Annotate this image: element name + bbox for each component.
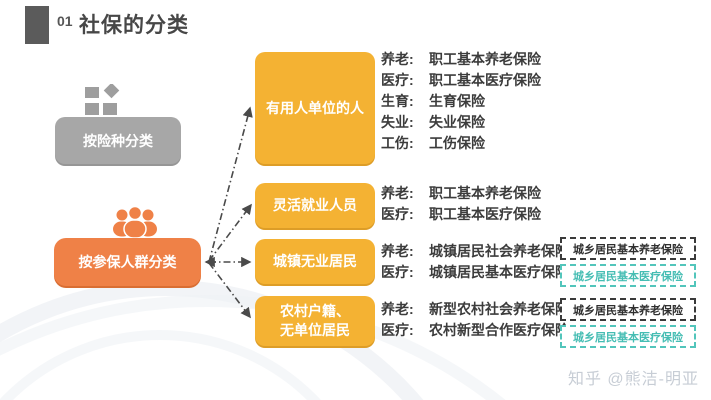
- list-item: 养老: 职工基本养老保险: [381, 48, 541, 69]
- node-label-line1: 农村户籍、: [280, 303, 350, 319]
- list-item: 失业: 失业保险: [381, 111, 541, 132]
- list-item: 生育: 生育保险: [381, 90, 541, 111]
- node-urban-unemployed-residents: 城镇无业居民: [255, 239, 375, 284]
- node-by-insured-group: 按参保人群分类: [54, 238, 201, 286]
- node-label: 有用人单位的人: [266, 99, 364, 116]
- list-item: 医疗: 城镇居民基本医疗保险: [381, 261, 569, 282]
- node-employer-employees: 有用人单位的人: [255, 52, 375, 164]
- tag-medical: 城乡居民基本医疗保险: [560, 264, 696, 287]
- page-title: 社保的分类: [79, 14, 189, 37]
- category-grid-icon: [85, 84, 120, 115]
- node-label: 按险种分类: [83, 132, 153, 149]
- item-value: 城镇居民社会养老保险: [429, 242, 569, 259]
- item-key: 养老:: [381, 300, 414, 317]
- item-key: 医疗:: [381, 71, 414, 88]
- node-label: 城镇无业居民: [273, 253, 357, 269]
- item-key: 养老:: [381, 242, 414, 259]
- insurance-list-rural: 养老: 新型农村社会养老保险 医疗: 农村新型合作医疗保险: [381, 298, 569, 340]
- node-label: 灵活就业人员: [273, 197, 357, 213]
- item-value: 农村新型合作医疗保险: [429, 321, 569, 338]
- section-number: 01: [57, 13, 73, 29]
- item-value: 城镇居民基本医疗保险: [429, 263, 569, 280]
- list-item: 养老: 城镇居民社会养老保险: [381, 240, 569, 261]
- node-rural-residents: 农村户籍、 无单位居民: [255, 296, 375, 346]
- list-item: 医疗: 职工基本医疗保险: [381, 69, 541, 90]
- item-key: 医疗:: [381, 321, 414, 338]
- node-flexible-workers: 灵活就业人员: [255, 183, 375, 228]
- list-item: 医疗: 职工基本医疗保险: [381, 203, 541, 224]
- insurance-list-employer: 养老: 职工基本养老保险 医疗: 职工基本医疗保险 生育: 生育保险 失业: 失…: [381, 48, 541, 153]
- item-key: 养老:: [381, 50, 414, 67]
- tag-pension: 城乡居民基本养老保险: [560, 237, 696, 260]
- item-value: 职工基本养老保险: [429, 50, 541, 67]
- item-value: 职工基本医疗保险: [429, 71, 541, 88]
- people-group-icon: [113, 205, 157, 239]
- list-item: 养老: 新型农村社会养老保险: [381, 298, 569, 319]
- item-key: 失业:: [381, 113, 414, 130]
- item-value: 失业保险: [429, 113, 485, 130]
- insurance-list-flexible: 养老: 职工基本养老保险 医疗: 职工基本医疗保险: [381, 182, 541, 224]
- tags-urban: 城乡居民基本养老保险 城乡居民基本医疗保险: [560, 237, 696, 291]
- item-key: 医疗:: [381, 205, 414, 222]
- item-value: 职工基本养老保险: [429, 184, 541, 201]
- tags-rural: 城乡居民基本养老保险 城乡居民基本医疗保险: [560, 298, 696, 352]
- tag-medical: 城乡居民基本医疗保险: [560, 325, 696, 348]
- item-key: 生育:: [381, 92, 414, 109]
- item-key: 医疗:: [381, 263, 414, 280]
- list-item: 养老: 职工基本养老保险: [381, 182, 541, 203]
- item-value: 工伤保险: [429, 134, 485, 151]
- insurance-list-urban: 养老: 城镇居民社会养老保险 医疗: 城镇居民基本医疗保险: [381, 240, 569, 282]
- title-accent-bar: [25, 6, 49, 44]
- item-key: 工伤:: [381, 134, 414, 151]
- item-key: 养老:: [381, 184, 414, 201]
- node-by-insurance-type: 按险种分类: [55, 117, 181, 164]
- node-label-line2: 无单位居民: [280, 322, 350, 338]
- node-label: 按参保人群分类: [78, 254, 177, 270]
- watermark: 知乎 @熊洁-明亚: [567, 371, 699, 388]
- list-item: 医疗: 农村新型合作医疗保险: [381, 319, 569, 340]
- item-value: 生育保险: [429, 92, 485, 109]
- list-item: 工伤: 工伤保险: [381, 132, 541, 153]
- item-value: 新型农村社会养老保险: [429, 300, 569, 317]
- item-value: 职工基本医疗保险: [429, 205, 541, 222]
- tag-pension: 城乡居民基本养老保险: [560, 298, 696, 321]
